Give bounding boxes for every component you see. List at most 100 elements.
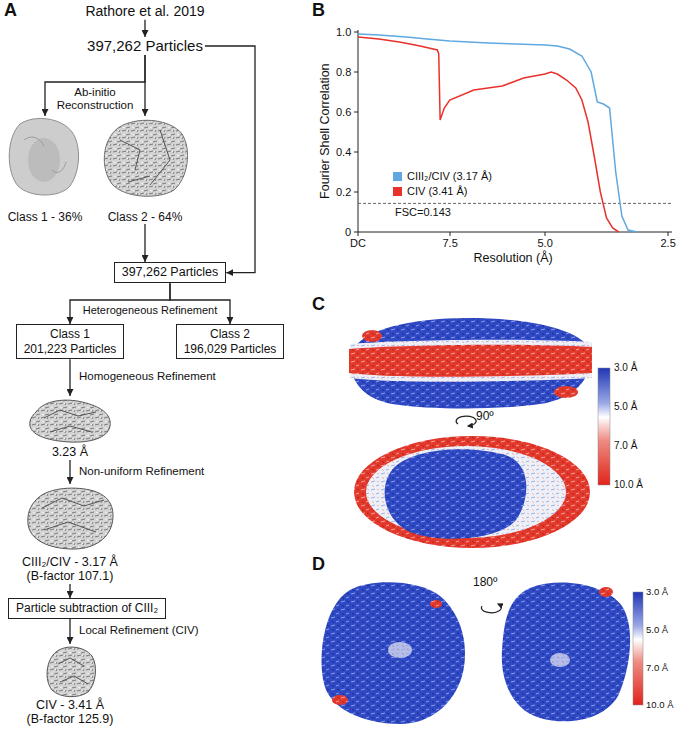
fsc-curve — [358, 34, 637, 232]
scale-label: 7.0 Å — [646, 663, 668, 674]
density-shell — [366, 446, 566, 538]
particle-count: 397,262 Particles — [87, 37, 203, 55]
fsc-axes — [354, 30, 672, 236]
density-blob — [321, 582, 465, 724]
density-spot — [550, 653, 570, 667]
node-subtext: 201,223 Particles — [24, 342, 117, 357]
panel-letter: A — [4, 0, 17, 21]
legend-swatch — [393, 187, 402, 196]
legend-entry: CIV (3.41 Å) — [393, 185, 468, 198]
step-label: Ab-initio Reconstruction — [49, 86, 141, 112]
local-resolution-map-bottom — [354, 436, 590, 548]
node-title: 397,262 Particles — [122, 265, 219, 280]
rotation-label: 90º — [476, 410, 494, 424]
map-stage: CIII₂/CIV - 3.17 Å(B-factor 107.1) — [5, 484, 135, 584]
density-ridge — [42, 498, 104, 532]
node-subtext: (B-factor 107.1) — [27, 569, 114, 584]
node-title: CIII₂/CIV - 3.17 Å — [22, 555, 118, 570]
tick-label: 0.4 — [336, 146, 351, 159]
rotation-symbol — [481, 604, 501, 613]
panel-letter: C — [312, 294, 325, 315]
node-subtext: 196,029 Particles — [184, 342, 277, 357]
step-label: Heterogeneous Refinement — [82, 304, 219, 317]
density-ridge — [24, 137, 66, 172]
x-ticks — [358, 232, 668, 236]
scale-label: 10.0 Å — [614, 479, 643, 491]
density-blob — [30, 400, 110, 442]
density-blob — [9, 118, 78, 195]
node-title: Class 1 - 36% — [8, 210, 83, 224]
flow-arrow — [69, 359, 70, 396]
legend-text: CIV (3.41 Å) — [407, 185, 468, 198]
threshold-label: FSC=0.143 — [395, 206, 451, 219]
y-axis — [358, 30, 359, 232]
tick-label: 7.5 — [443, 237, 458, 250]
color-scale-bar — [598, 368, 610, 485]
density-ridge — [58, 658, 88, 684]
density-blob — [104, 120, 187, 196]
density-blob — [502, 582, 630, 721]
flow-arrow — [205, 46, 255, 273]
scale-label: 3.0 Å — [646, 587, 668, 598]
node-subtext: (B-factor 125.9) — [27, 712, 114, 727]
density-spot — [362, 330, 382, 342]
tick-label: DC — [350, 237, 366, 250]
scale-label: 5.0 Å — [614, 401, 637, 413]
node-title: Class 2 — [184, 327, 277, 342]
legend-swatch — [393, 172, 402, 181]
class2-map — [104, 120, 187, 196]
density-ridge — [120, 130, 170, 185]
density-shade — [28, 138, 60, 182]
y-ticks — [354, 32, 358, 232]
tick-label: 0.8 — [336, 66, 351, 79]
node-title: 397,262 Particles — [87, 37, 203, 55]
step-label: Non-uniform Refinement — [78, 465, 205, 478]
panel-letter: D — [312, 554, 325, 575]
class1-map — [9, 118, 78, 195]
node-title: Class 2 - 64% — [108, 210, 183, 224]
node-title: CIV - 3.41 Å — [36, 698, 104, 713]
density-spot — [430, 600, 442, 608]
step-label: Homogeneous Refinement — [78, 370, 217, 383]
density-band — [349, 345, 592, 377]
rotation-symbol — [456, 416, 476, 426]
tick-label: 5.0 — [538, 237, 553, 250]
density-band — [350, 340, 592, 382]
density-ridge — [44, 410, 96, 432]
fsc-curves — [358, 34, 637, 232]
axis-title: Fourier Shell Correlation — [317, 63, 331, 198]
fsc-curve — [358, 37, 619, 232]
civ-map-back — [502, 582, 630, 721]
flow-arrow — [69, 619, 70, 644]
flow-arrow — [69, 584, 70, 598]
class-map: Class 1 - 36% — [4, 116, 86, 224]
flow-arrow — [69, 460, 70, 484]
scale-label: 7.0 Å — [614, 440, 637, 452]
density-spot — [554, 386, 578, 398]
node-title: Particle subtraction of CIII₂ — [16, 601, 158, 616]
scale-label: 3.0 Å — [614, 362, 637, 374]
x-axis — [358, 232, 672, 233]
tick-label: 0.6 — [336, 106, 351, 119]
map-stage: 3.23 Å — [20, 396, 120, 460]
process-box: Particle subtraction of CIII₂ — [8, 598, 166, 619]
density-blob — [28, 488, 113, 549]
node-title: 3.23 Å — [52, 445, 88, 460]
legend-entry: CIII₂/CIV (3.17 Å) — [393, 170, 492, 183]
tick-label: 0.2 — [336, 186, 351, 199]
rotation-arrow — [481, 604, 501, 613]
node-title: Class 1 — [24, 327, 117, 342]
density-blob — [354, 436, 590, 548]
density-core — [385, 449, 527, 538]
process-box: Class 2196,029 Particles — [176, 324, 285, 359]
color-scale-bar — [633, 592, 643, 705]
density-spot — [388, 642, 412, 658]
process-box: Class 1201,223 Particles — [16, 324, 125, 359]
tick-label: 2.5 — [661, 237, 676, 250]
flow-arrow — [144, 224, 145, 262]
map-323 — [30, 400, 110, 442]
process-box: 397,262 Particles — [114, 262, 227, 283]
flow-arrow — [144, 20, 145, 37]
scale-label: 10.0 Å — [646, 700, 673, 711]
map-stage: CIV - 3.41 Å(B-factor 125.9) — [15, 644, 125, 727]
